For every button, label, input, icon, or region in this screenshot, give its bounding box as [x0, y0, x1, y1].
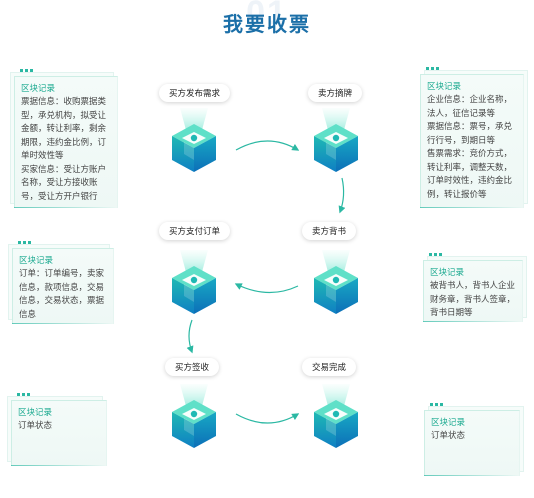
card-panel	[11, 400, 107, 466]
card-dots-icon	[429, 253, 442, 256]
arrow-step1-to-step2	[235, 140, 300, 151]
cube-inner-ring	[326, 142, 336, 160]
cube-inner-dot	[190, 410, 198, 418]
cube-right-face	[194, 278, 216, 314]
cube-inner-dot	[332, 134, 340, 142]
cube-icon-step1	[172, 108, 216, 172]
card-title: 区块记录	[427, 81, 462, 91]
step-label-buyer-sign: 买方签收	[165, 358, 220, 376]
card-title: 区块记录	[430, 267, 465, 277]
block-record-card-3: 区块记录 订单：订单编号，卖家 信息，款项信息，交易 信息，交易状态，票据 信息	[8, 241, 114, 324]
card-dots-icon	[17, 393, 30, 396]
cube-left-face	[314, 412, 336, 448]
block-record-card-1: 区块记录 票据信息：收购票据类 型，承兑机构，拟受让 金额，转让利率，剩余 期限…	[10, 69, 118, 208]
arrow-step5-to-step6	[235, 413, 300, 424]
card-panel	[14, 76, 118, 208]
cube-inner-dot	[332, 276, 340, 284]
step-label-seller-endorse: 卖方背书	[302, 222, 357, 240]
card-dots-icon	[18, 241, 31, 244]
cube-inner-dot	[190, 276, 198, 284]
block-record-card-6: 区块记录 订单状态	[424, 403, 524, 476]
cube-right-face	[194, 136, 216, 172]
card-title: 区块记录	[18, 407, 53, 417]
cube-inner-ring	[326, 418, 336, 436]
cube-inner-ring	[184, 284, 194, 302]
cube-right-face	[336, 278, 358, 314]
cube-right-face	[336, 136, 358, 172]
card-text: 被背书人，背书人企业 财务章，背书人签章， 背书日期等	[430, 280, 516, 317]
step-label-trade-done: 交易完成	[302, 358, 357, 376]
step-label-buyer-publish: 买方发布需求	[159, 84, 231, 102]
cube-icon-step2	[314, 108, 358, 172]
card-panel	[424, 410, 520, 476]
cube-inner-dot	[190, 134, 198, 142]
block-record-card-4: 区块记录 被背书人，背书人企业 财务章，背书人签章， 背书日期等	[423, 253, 527, 322]
card-title: 区块记录	[431, 417, 466, 427]
card-text: 订单：订单编号，卖家 信息，款项信息，交易 信息，交易状态，票据 信息	[19, 268, 105, 319]
cube-inner-dot	[332, 410, 340, 418]
arrow-step3-to-step5	[186, 319, 194, 354]
cube-right-face	[194, 412, 216, 448]
step-label-seller-pick: 卖方摘牌	[308, 84, 363, 102]
cube-inner-ring	[326, 284, 336, 302]
cube-right-face	[336, 412, 358, 448]
cube-light-beam	[322, 384, 350, 406]
card-panel	[420, 74, 524, 208]
card-text: 企业信息：企业名称， 法人，征信记录等 票据信息：票号，承兑 行行号，到期日等 …	[427, 94, 513, 199]
card-dots-icon	[426, 67, 439, 70]
card-underline	[424, 475, 520, 476]
arrow-step4-to-step3	[234, 283, 299, 294]
arrow-step2-to-step4	[338, 177, 346, 214]
cube-inner-ring	[184, 142, 194, 160]
cube-light-beam	[322, 250, 350, 272]
section-number-watermark: 01	[246, 0, 288, 32]
step-label-buyer-pay: 买方支付订单	[159, 222, 231, 240]
card-text: 票据信息：收购票据类 型，承兑机构，拟受让 金额，转让利率，剩余 期限，违约金比…	[21, 96, 107, 201]
card-text: 订单状态	[18, 420, 53, 430]
card-title: 区块记录	[21, 83, 56, 93]
card-underline	[14, 207, 118, 208]
card-underline	[12, 323, 114, 324]
card-dots-icon	[20, 69, 33, 72]
card-title: 区块记录	[19, 255, 54, 265]
cube-icon-step3	[172, 250, 216, 314]
cube-light-beam	[180, 250, 208, 272]
cube-icon-step4	[314, 250, 358, 314]
cube-icon-step6	[314, 384, 358, 448]
card-underline	[423, 321, 523, 322]
page-title: 我要收票	[223, 14, 311, 36]
cube-icon-step5	[172, 384, 216, 448]
block-record-card-2: 区块记录 企业信息：企业名称， 法人，征信记录等 票据信息：票号，承兑 行行号，…	[420, 67, 528, 208]
card-underline	[11, 465, 107, 466]
cube-left-face	[172, 136, 194, 172]
cube-light-beam	[322, 108, 350, 130]
block-record-card-5: 区块记录 订单状态	[7, 393, 107, 466]
card-dots-icon	[430, 403, 443, 406]
cube-left-face	[172, 278, 194, 314]
cube-left-face	[314, 278, 336, 314]
card-text: 订单状态	[431, 430, 466, 440]
card-panel	[12, 248, 114, 324]
cube-left-face	[314, 136, 336, 172]
card-panel	[423, 260, 523, 322]
card-underline	[420, 207, 524, 208]
cube-light-beam	[180, 384, 208, 406]
cube-light-beam	[180, 108, 208, 130]
cube-inner-ring	[184, 418, 194, 436]
cube-left-face	[172, 412, 194, 448]
